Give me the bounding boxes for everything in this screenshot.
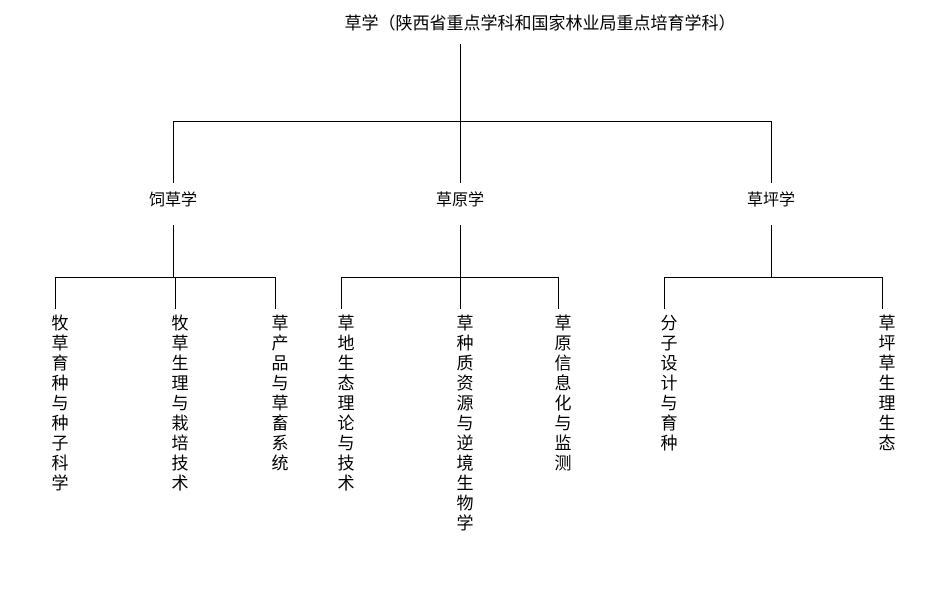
branch2-bus-line <box>341 277 559 278</box>
branch3-bus-line <box>664 277 883 278</box>
leaf-node-label-1-1: 牧草育种与种子科学 <box>47 314 68 494</box>
branch3-leaf-drop-2 <box>882 277 883 309</box>
branch3-stem-line <box>771 225 772 278</box>
root-node-label: 草学（陕西省重点学科和国家林业局重点培育学科） <box>344 14 736 34</box>
branch1-leaf-drop-2 <box>175 277 176 309</box>
level1-drop-line-3 <box>771 121 772 183</box>
branch-node-label-caoyuanxue: 草原学 <box>435 190 485 209</box>
branch2-leaf-drop-3 <box>558 277 559 309</box>
leaf-node-label-2-2: 草种质资源与逆境生物学 <box>452 314 473 534</box>
leaf-node-label-2-3: 草原信息化与监测 <box>550 314 571 474</box>
branch3-leaf-drop-1 <box>664 277 665 309</box>
branch1-leaf-drop-3 <box>275 277 276 309</box>
root-stem-line <box>460 44 461 122</box>
branch2-leaf-drop-1 <box>341 277 342 309</box>
branch1-stem-line <box>173 225 174 278</box>
level1-drop-line-2 <box>460 121 461 183</box>
branch-node-label-silaoxue: 饲草学 <box>148 190 198 209</box>
leaf-node-label-2-1: 草地生态理论与技术 <box>333 314 354 494</box>
leaf-node-label-3-1: 分子设计与育种 <box>656 314 677 454</box>
level1-drop-line-1 <box>173 121 174 183</box>
branch2-leaf-drop-2 <box>460 277 461 309</box>
branch1-leaf-drop-1 <box>55 277 56 309</box>
level1-bus-line <box>173 121 772 122</box>
branch-node-label-caopingxue: 草坪学 <box>746 190 796 209</box>
branch1-bus-line <box>55 277 276 278</box>
leaf-node-label-1-2: 牧草生理与栽培技术 <box>167 314 188 494</box>
branch2-stem-line <box>460 225 461 278</box>
leaf-node-label-1-3: 草产品与草畜系统 <box>267 314 288 474</box>
leaf-node-label-3-2: 草坪草生理生态 <box>874 314 895 454</box>
